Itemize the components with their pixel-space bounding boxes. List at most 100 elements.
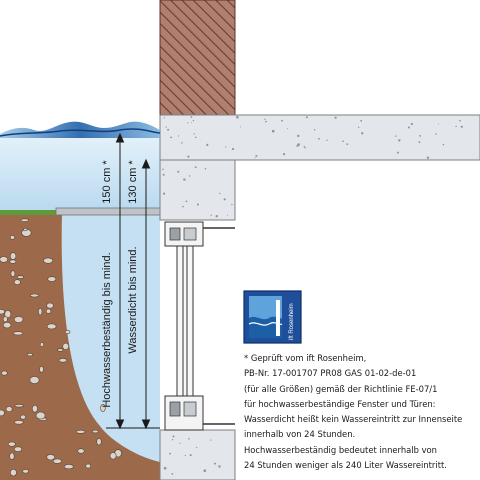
concrete-speck: [189, 454, 192, 457]
soil-stone: [9, 468, 17, 477]
soil-stone: [85, 463, 91, 469]
concrete-speck: [210, 214, 212, 216]
concrete-speck: [358, 126, 360, 128]
concrete-speck: [360, 119, 363, 122]
soil-stone: [10, 270, 16, 278]
note-line: innerhalb von 24 Stunden.: [244, 429, 356, 440]
note-line: PB-Nr. 17-001707 PR08 GAS 01-02-de-01: [244, 368, 417, 379]
concrete-speck: [185, 200, 188, 203]
concrete-speck: [193, 133, 195, 135]
soil-stone: [0, 256, 8, 263]
soil-stone: [47, 276, 57, 282]
soil-stone: [13, 316, 24, 323]
soil-stone: [77, 448, 85, 454]
concrete-speck: [165, 126, 167, 128]
badge-label: ift Rosenheim: [289, 303, 295, 340]
concrete-speck: [181, 142, 183, 144]
concrete-speck: [313, 129, 316, 131]
soil-stone: [100, 404, 106, 412]
concrete-lower-wall: [159, 429, 236, 480]
soil-stone: [7, 441, 16, 447]
soil-stone: [63, 464, 74, 470]
concrete-speck: [296, 144, 299, 147]
concrete-speck: [219, 192, 221, 195]
dimension-lines: [106, 132, 160, 430]
concrete-speck: [188, 438, 190, 440]
concrete-speck: [190, 116, 193, 118]
soil-stone: [46, 323, 57, 330]
concrete-speck: [304, 147, 306, 149]
soil-stone: [46, 454, 56, 461]
concrete-speck: [395, 135, 397, 137]
concrete-speck: [206, 143, 209, 146]
soil-stone: [38, 307, 43, 316]
concrete-speck: [232, 147, 235, 151]
concrete-speck: [303, 145, 306, 148]
soil-stone: [9, 235, 15, 240]
concrete-speck: [204, 168, 207, 170]
concrete-speck: [188, 175, 191, 177]
concrete-speck: [195, 136, 197, 139]
concrete-speck: [287, 128, 289, 130]
concrete-speck: [346, 143, 349, 146]
concrete-speck: [171, 473, 174, 475]
concrete-speck: [191, 122, 193, 123]
concrete-speck: [398, 139, 401, 142]
test-certificate-note: * Geprüft vom ift Rosenheim, PB-Nr. 17-00…: [244, 351, 480, 473]
soil-stone: [16, 275, 24, 279]
ground-slab: [55, 207, 161, 216]
concrete-speck: [227, 214, 228, 216]
concrete-speck: [305, 116, 308, 119]
soil-stone: [23, 227, 28, 232]
concrete-speck: [179, 442, 181, 444]
soil-stone: [13, 446, 23, 452]
brick-wall-upper: [159, 0, 236, 119]
grass-strip: [0, 210, 60, 215]
soil-stone: [22, 469, 29, 474]
concrete-speck: [162, 173, 165, 176]
soil-stone: [13, 331, 24, 336]
concrete-speckle: [162, 115, 463, 475]
soil-stone: [39, 342, 44, 347]
soil-stone: [13, 279, 21, 286]
concrete-speck: [407, 126, 410, 129]
concrete-ceiling-slab: [159, 114, 480, 161]
concrete-speck: [419, 135, 421, 137]
label-water-resistant-min: Hochwasserbeständig bis mind.: [101, 252, 113, 407]
soil-stone: [0, 409, 5, 417]
concrete-speck: [271, 129, 275, 133]
concrete-speck: [326, 139, 328, 141]
soil-stone: [4, 310, 12, 319]
concrete-speck: [342, 140, 344, 142]
soil-stone: [20, 218, 29, 222]
concrete-speck: [334, 116, 337, 119]
concrete-speck: [163, 192, 166, 195]
concrete-speck: [283, 153, 286, 156]
concrete-speck: [167, 128, 170, 131]
concrete-speck: [163, 117, 165, 119]
concrete-speck: [169, 452, 172, 455]
soil-stone: [46, 302, 54, 309]
concrete-speck: [297, 134, 300, 138]
concrete-speck: [177, 170, 180, 173]
soil-stone: [14, 404, 24, 408]
soil-stone: [1, 370, 8, 376]
flood-water-basement-area: [61, 214, 160, 462]
concrete-speck: [182, 205, 184, 208]
concrete-speck: [264, 118, 266, 121]
soil-stone: [64, 329, 71, 335]
concrete-speck: [231, 203, 233, 206]
soil-stone: [75, 429, 86, 434]
concrete-speck: [196, 203, 199, 206]
concrete-speck: [459, 119, 461, 122]
concrete-speck: [455, 125, 457, 128]
soil-stone: [32, 404, 38, 413]
soil-stone: [0, 309, 5, 315]
note-line: * Geprüft vom ift Rosenheim,: [244, 353, 367, 363]
concrete-speck: [281, 119, 283, 122]
concrete-speck: [318, 137, 320, 140]
soil-stone: [43, 257, 54, 264]
concrete-speck: [254, 157, 256, 159]
label-height-130: 130 cm *: [127, 160, 139, 204]
